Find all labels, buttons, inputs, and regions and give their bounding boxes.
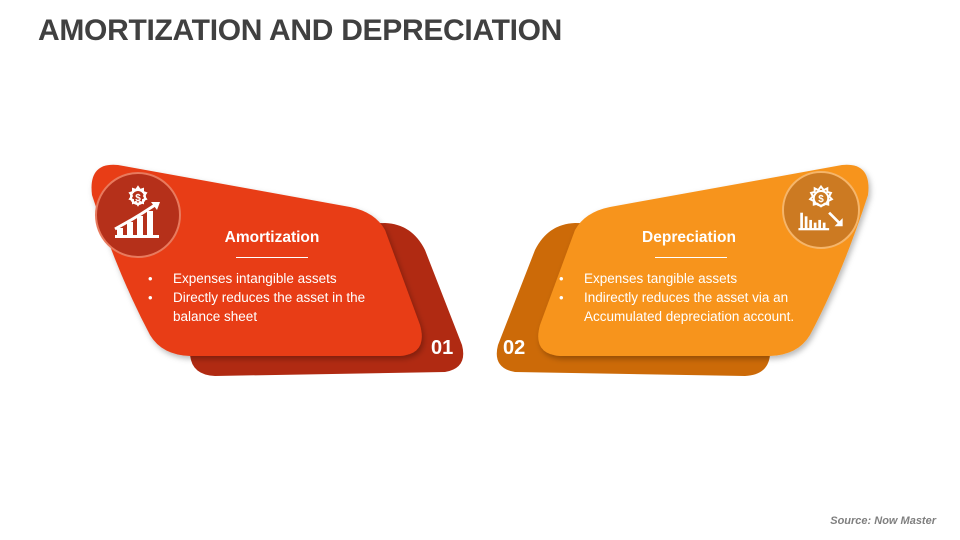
amortization-divider [236, 257, 308, 258]
depreciation-heading: Depreciation [642, 229, 736, 246]
svg-text:$: $ [818, 194, 824, 205]
card-number-01: 01 [431, 337, 454, 359]
amortization-heading: Amortization [224, 229, 320, 246]
svg-text:$: $ [135, 193, 141, 204]
declining-chart-dollar-icon: $ [798, 184, 843, 231]
amortization-bullets: Expenses intangible assets Directly redu… [148, 269, 398, 326]
bullet-item: Indirectly reduces the asset via an Accu… [559, 288, 829, 326]
card-number-02: 02 [503, 337, 526, 359]
depreciation-divider [655, 257, 727, 258]
amortization-icon-badge: $ [95, 172, 181, 258]
bullet-item: Expenses intangible assets [148, 269, 398, 288]
depreciation-icon-badge: $ [782, 171, 860, 249]
page-title: AMORTIZATION AND DEPRECIATION [38, 14, 563, 47]
bullet-item: Directly reduces the asset in the balanc… [148, 288, 398, 326]
depreciation-bullets: Expenses tangible assets Indirectly redu… [559, 269, 829, 326]
bullet-item: Expenses tangible assets [559, 269, 829, 288]
growth-chart-dollar-icon: $ [114, 185, 160, 238]
source-note: Source: Now Master [830, 515, 936, 527]
